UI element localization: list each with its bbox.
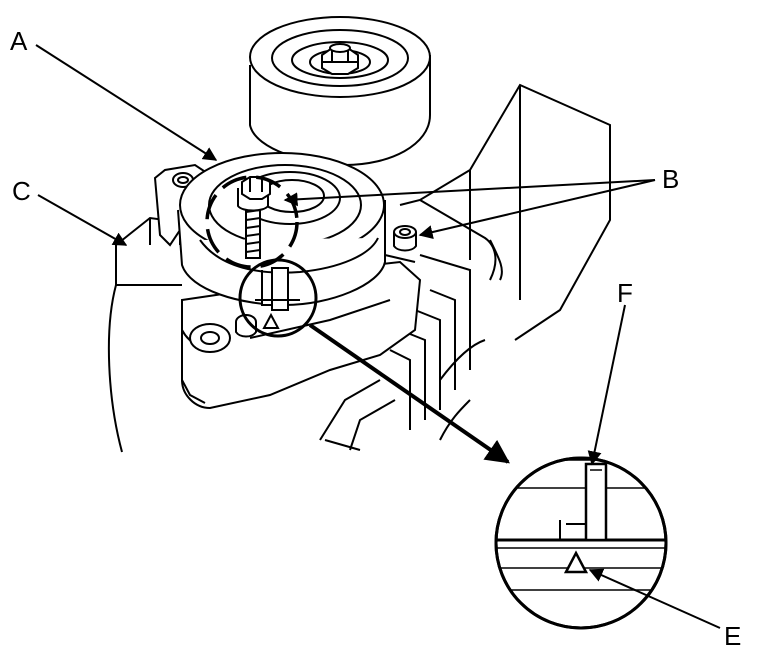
- detail-arrow: [308, 323, 510, 464]
- engine-block: [107, 83, 611, 453]
- leader-lines: [35, 44, 721, 629]
- bolt-highlight-circle: [205, 175, 299, 269]
- idler-pulley: [249, 16, 431, 167]
- index-mark-circle: [238, 258, 318, 338]
- detail-view: [494, 456, 668, 630]
- leader-b-2: [418, 179, 656, 239]
- tensioner-bolt: [237, 176, 271, 259]
- callout-b: B: [662, 164, 679, 194]
- callout-c: C: [12, 176, 31, 206]
- leader-e: [588, 568, 721, 629]
- index-mark-small: [255, 267, 300, 329]
- callout-a: A: [10, 26, 28, 56]
- callout-f: F: [617, 278, 633, 308]
- leader-a: [35, 44, 218, 161]
- leader-f: [587, 304, 626, 466]
- leader-b-1: [283, 179, 656, 207]
- callout-e: E: [724, 621, 741, 651]
- leader-c: [37, 194, 128, 246]
